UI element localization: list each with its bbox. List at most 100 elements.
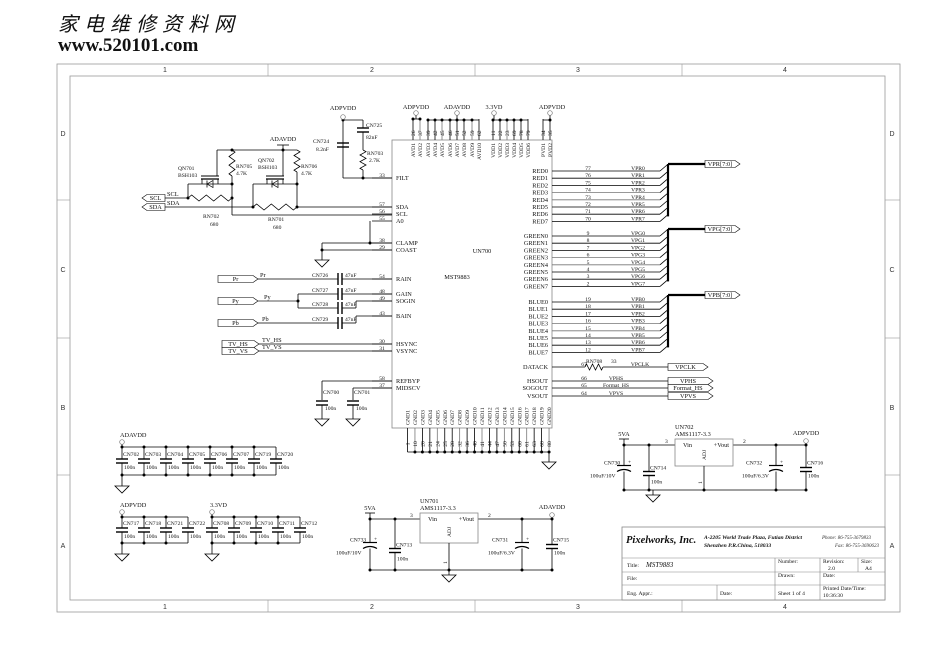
pin-name: RED0	[532, 168, 548, 175]
pin-name: BLUE2	[528, 313, 548, 320]
pin-number: 9	[587, 231, 590, 237]
decoupling-cap-label: CN706	[211, 452, 227, 458]
junction-dot	[252, 473, 256, 477]
pin-number: 80	[547, 441, 553, 447]
net-label: VPR0	[631, 166, 645, 172]
pin-number: 5	[587, 260, 590, 266]
coupling-cap-value: 47nF	[345, 317, 357, 323]
pin-number: 28	[450, 441, 456, 447]
pin-name: VDD4	[512, 143, 518, 158]
regulator-pin-vout: +Vout	[459, 516, 475, 523]
capacitor-symbol	[337, 142, 349, 148]
title-value: MST9883	[645, 561, 674, 569]
junction-dot	[254, 515, 258, 519]
pin-number: 65	[581, 383, 587, 389]
zone-row-label: B	[890, 405, 895, 412]
company-phone: Phone: 86-755-3679833	[821, 536, 872, 541]
bus-entry	[659, 302, 668, 310]
net-flag-outline	[217, 275, 259, 283]
zone-row-label: C	[60, 267, 65, 274]
junction-dot	[647, 488, 651, 492]
pin-number: 48	[379, 289, 385, 295]
pin-name: GND5	[435, 410, 441, 425]
junction-dot	[186, 473, 190, 477]
ground-triangle	[314, 259, 330, 268]
pin-number: 32	[458, 441, 464, 447]
flag-format-hs-label: Format_HS	[673, 385, 703, 392]
junction-dot	[647, 443, 651, 447]
pin-number: 55	[379, 216, 385, 222]
flag-tv-vs: TV_VS	[221, 347, 260, 355]
pin-number: 67	[581, 362, 587, 368]
junction-dot	[368, 568, 372, 572]
rn706-label: RN706	[301, 164, 317, 170]
flag-py-label: Py	[232, 298, 240, 305]
net-label: VPG0	[631, 231, 645, 237]
pin-name: AVD2	[418, 143, 424, 157]
pin-number: 13	[585, 340, 591, 346]
power-port-icon	[119, 509, 125, 515]
decoupling-bank-adavdd_caps: CN702100nCN703100nCN704100nCN705100nCN70…	[121, 444, 293, 481]
net-flag-outline	[704, 160, 741, 168]
rn702-value: 680	[210, 222, 219, 228]
company-fax: Fax: 86-755-3690623	[834, 544, 880, 549]
decoupling-cap-label: CN703	[145, 452, 161, 458]
power-label-adpvdd: ADPVDD	[539, 104, 566, 111]
pin-number: 2	[587, 281, 590, 287]
junction-dot	[702, 488, 706, 492]
power-label-adavdd: ADAVDD	[270, 136, 297, 143]
power-port-icon	[491, 110, 497, 116]
pin-number: 33	[379, 173, 385, 179]
junction-dot	[519, 118, 523, 122]
pin-number: 66	[581, 376, 587, 382]
pin-number: 53	[510, 441, 516, 447]
rn705-label: RN705	[236, 164, 252, 170]
net-flag-outline	[141, 194, 166, 202]
pin-number: 29	[379, 245, 385, 251]
pin-number: 46	[448, 130, 454, 136]
resistor-symbol	[228, 149, 236, 177]
zone-row-label: C	[889, 267, 894, 274]
flag-sda-label: SDA	[149, 204, 162, 211]
resistor-symbol	[252, 203, 298, 211]
cn701-label: CN701	[354, 390, 370, 396]
coupling-cap-label: CN726	[312, 273, 328, 279]
qn702-label: QN702	[258, 158, 275, 164]
decoupling-cap-label: CN708	[213, 521, 229, 527]
pin-name: BLUE4	[528, 328, 548, 335]
flag-vpclk: VPCLK	[667, 363, 709, 371]
flag-scl: SCL	[141, 194, 166, 202]
cap-value: 100uF/6.3V	[742, 474, 769, 480]
net-label-pb: Pb	[262, 316, 269, 323]
cap-label: CN714	[650, 466, 666, 472]
pin-number: 18	[585, 304, 591, 310]
capacitor-curved-plate	[514, 545, 530, 550]
company-address: A-2205 World Trade Plaza, Futian Distric…	[703, 535, 803, 541]
bus-entry	[659, 215, 668, 222]
ground-icon	[114, 481, 130, 494]
pin-name: GND10	[473, 407, 479, 425]
pin-number: 68	[540, 441, 546, 447]
pin-name: VDD5	[519, 143, 525, 158]
junction-dot	[232, 515, 236, 519]
pin-name: BLUE6	[528, 342, 548, 349]
coupling-cap-label: CN729	[312, 317, 328, 323]
pin-number: 47	[495, 441, 501, 447]
qn701-label: QN701	[178, 166, 195, 172]
ground-icon	[541, 457, 557, 470]
zone-column-label: 1	[163, 67, 167, 74]
capacitor-symbol	[337, 288, 343, 300]
rn702-label: RN702	[203, 214, 219, 220]
junction-dot	[254, 541, 258, 545]
bus-entry	[659, 200, 668, 208]
coupling-cap-label: CN727	[312, 288, 328, 294]
net-flag-outline	[667, 377, 714, 385]
junction-dot	[164, 515, 168, 519]
bus-entry	[659, 258, 668, 266]
polarity-plus-icon: +	[780, 460, 783, 466]
pin-number: 74	[585, 188, 591, 194]
cap-label: CN713	[396, 543, 412, 549]
